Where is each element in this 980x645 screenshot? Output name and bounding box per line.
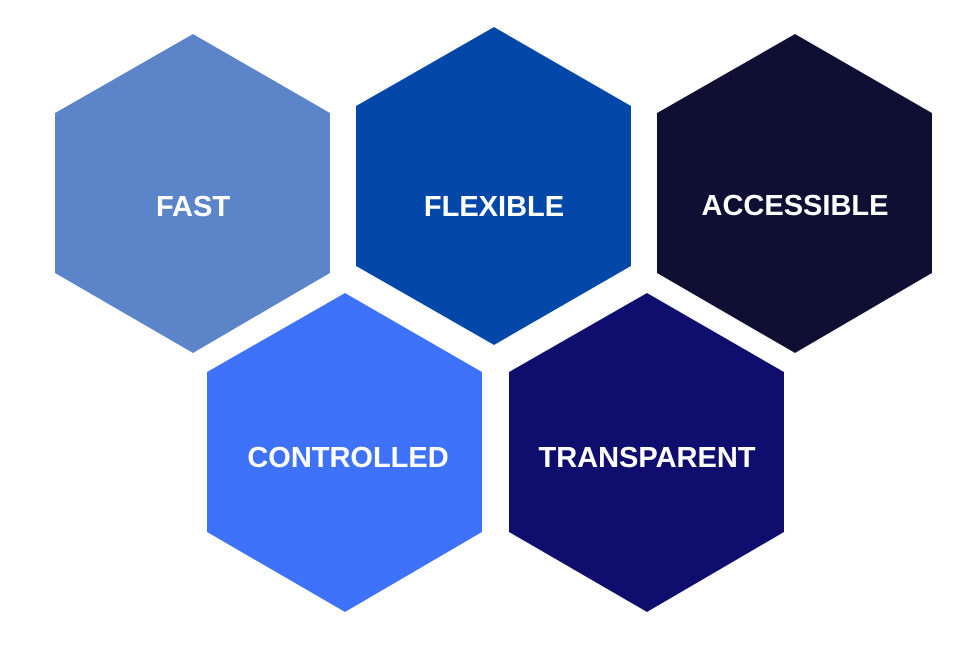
hexagon-fast: FAST: [55, 34, 330, 353]
hexagon-controlled: CONTROLLED: [207, 293, 482, 612]
hexagon-fast-shape: [55, 34, 330, 353]
hexagon-accessible-shape: [657, 34, 932, 353]
hexagon-controlled-label: CONTROLLED: [247, 442, 448, 474]
hexagon-accessible: ACCESSIBLE: [657, 34, 932, 353]
hexagon-transparent: TRANSPARENT: [509, 293, 784, 612]
hexagon-flexible: FLEXIBLE: [356, 27, 631, 345]
hexagon-fast-label: FAST: [156, 191, 230, 223]
hexagon-transparent-label: TRANSPARENT: [539, 442, 756, 474]
hexagon-accessible-label: ACCESSIBLE: [702, 190, 889, 222]
hexagon-flexible-label: FLEXIBLE: [424, 191, 564, 223]
hexagon-controlled-shape: [207, 293, 482, 612]
hexagon-transparent-shape: [509, 293, 784, 612]
hexagon-flexible-shape: [356, 27, 631, 345]
